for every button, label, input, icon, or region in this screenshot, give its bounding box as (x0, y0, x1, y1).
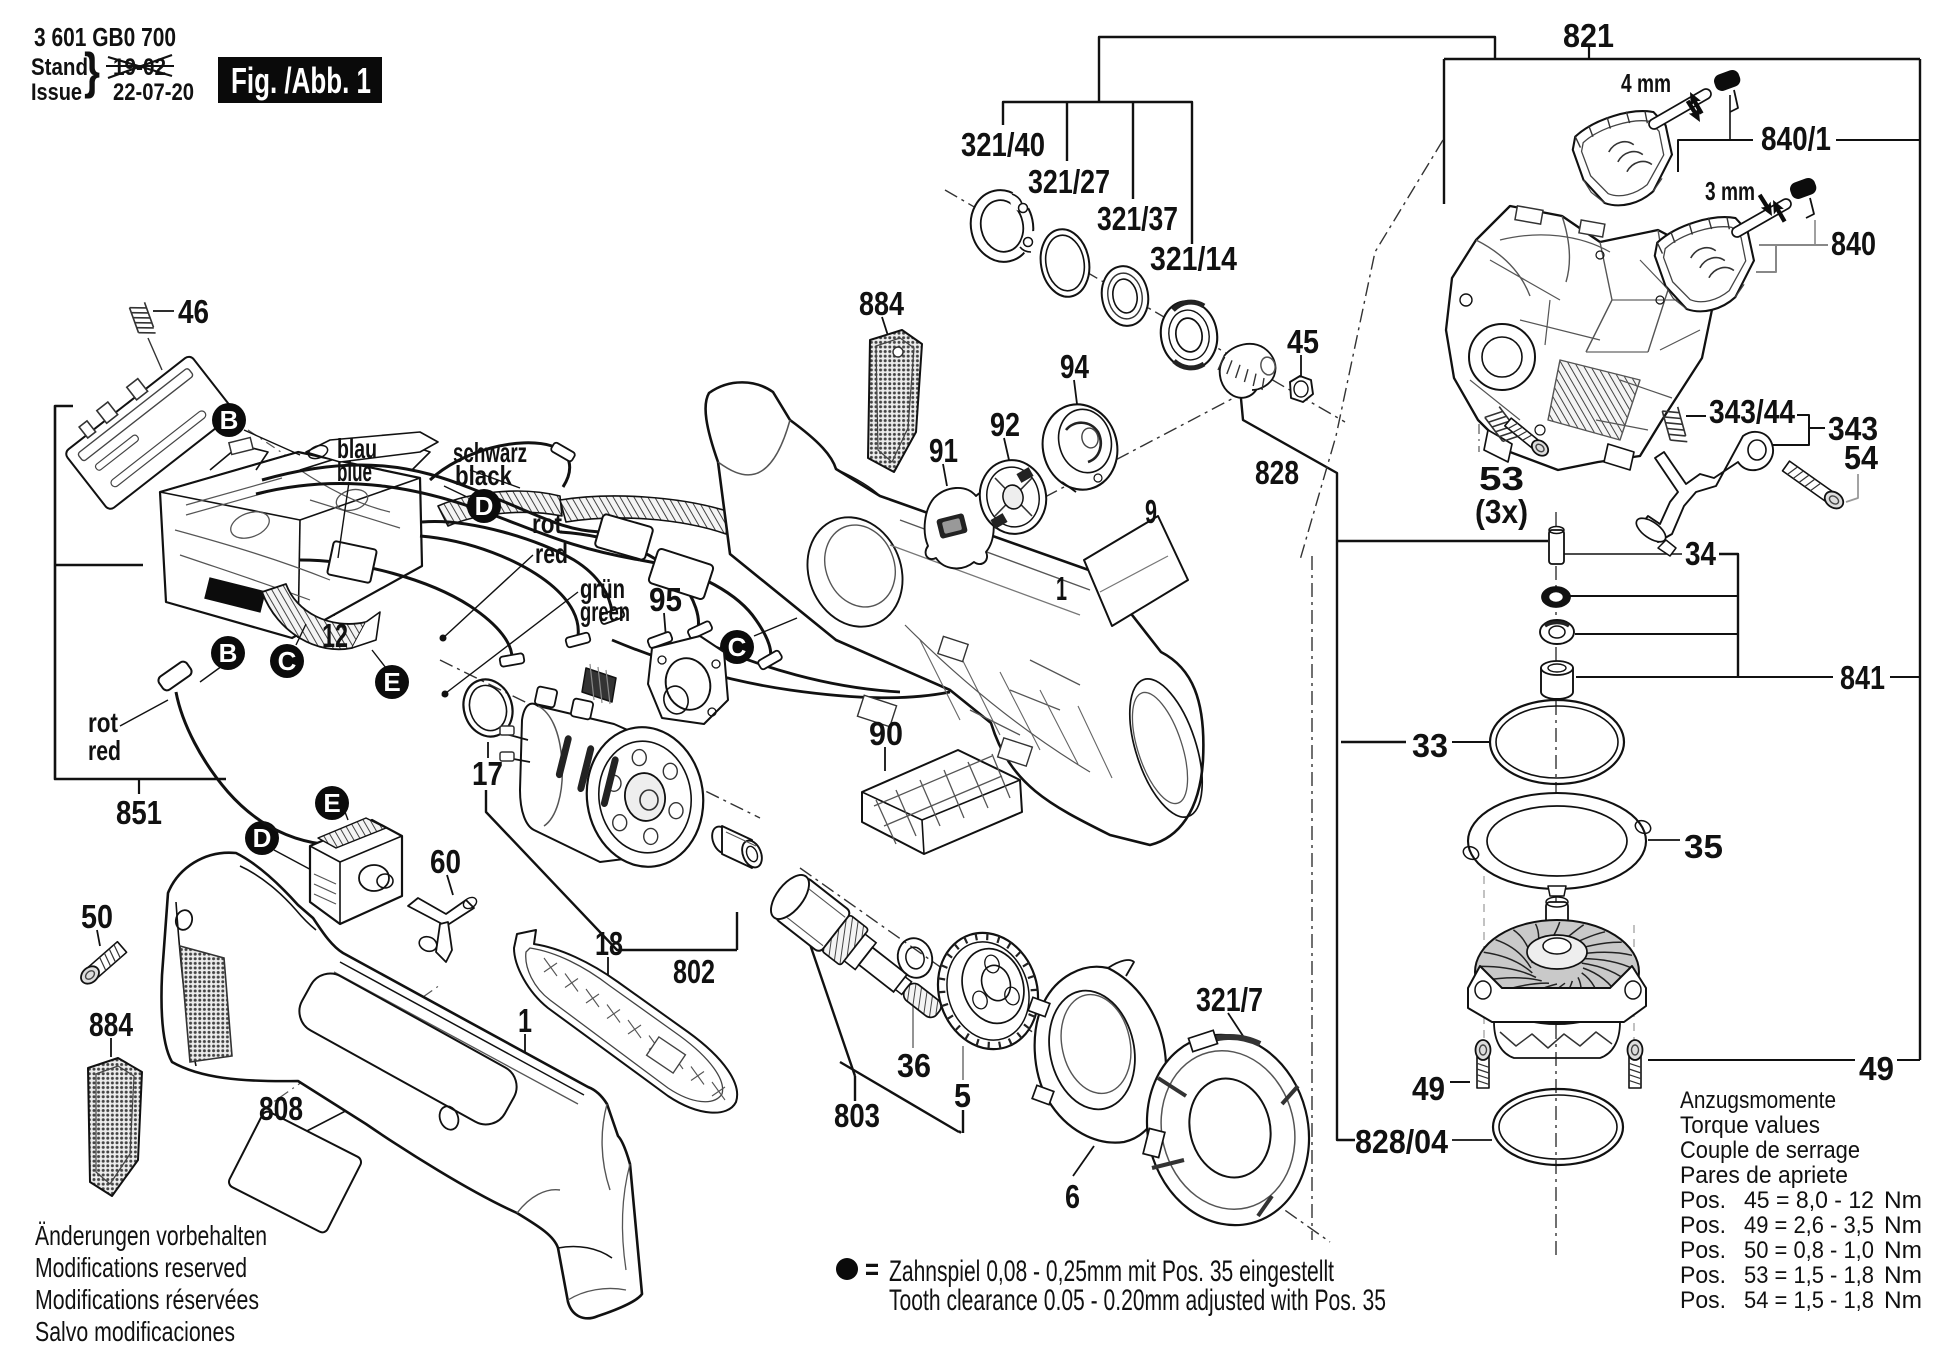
svg-text:803: 803 (834, 1097, 880, 1134)
svg-text:828: 828 (1255, 454, 1299, 491)
svg-text:red: red (535, 538, 568, 569)
svg-text:3 601 GB0 700: 3 601 GB0 700 (34, 22, 176, 52)
svg-text:9: 9 (1145, 493, 1157, 530)
svg-text:54: 54 (1844, 439, 1879, 476)
svg-text:821: 821 (1563, 17, 1614, 54)
svg-text:blau: blau (337, 433, 377, 464)
svg-text:(3x): (3x) (1475, 493, 1528, 530)
svg-text:321/27: 321/27 (1028, 163, 1110, 200)
svg-text:E: E (323, 788, 340, 818)
svg-text:red: red (88, 735, 121, 766)
svg-text:Nm: Nm (1884, 1287, 1922, 1314)
svg-text:46: 46 (178, 293, 209, 330)
svg-text:49: 49 (1859, 1050, 1894, 1087)
svg-text:321/14: 321/14 (1150, 240, 1238, 277)
svg-text:Pos.: Pos. (1680, 1237, 1726, 1264)
svg-text:Pos.: Pos. (1680, 1262, 1726, 1289)
svg-text:91: 91 (929, 432, 958, 469)
svg-text:35: 35 (1684, 828, 1723, 865)
svg-text:808: 808 (259, 1090, 303, 1127)
svg-text:321/40: 321/40 (961, 126, 1045, 163)
svg-text:343/44: 343/44 (1709, 393, 1796, 430)
svg-text:Salvo modificaciones: Salvo modificaciones (35, 1316, 235, 1347)
svg-text:45: 45 (1287, 323, 1319, 360)
svg-text:343: 343 (1828, 410, 1878, 447)
svg-text:12: 12 (322, 617, 348, 654)
svg-text:90: 90 (869, 715, 903, 752)
svg-text:851: 851 (116, 794, 162, 831)
svg-text:black: black (455, 460, 512, 491)
svg-text:Nm: Nm (1884, 1237, 1922, 1264)
svg-text:D: D (475, 491, 494, 521)
svg-text:1: 1 (1056, 570, 1067, 607)
svg-text:Zahnspiel 0,08 - 0,25mm mit Po: Zahnspiel 0,08 - 0,25mm mit Pos. 35 eing… (889, 1255, 1334, 1288)
svg-text:Modifications reserved: Modifications reserved (35, 1252, 247, 1283)
svg-text:34: 34 (1685, 535, 1717, 572)
svg-text:828/04: 828/04 (1355, 1123, 1449, 1160)
svg-text:94: 94 (1060, 348, 1090, 385)
svg-text:B: B (220, 405, 239, 435)
svg-text:Modifications réservées: Modifications réservées (35, 1284, 259, 1315)
svg-text:Fig. /Abb. 1: Fig. /Abb. 1 (231, 60, 371, 101)
svg-text:grün: grün (580, 573, 625, 604)
svg-text:60: 60 (430, 843, 461, 880)
svg-text:Tooth clearance 0.05 - 0.20mm: Tooth clearance 0.05 - 0.20mm adjusted w… (889, 1284, 1386, 1317)
svg-text:17: 17 (472, 755, 503, 792)
svg-text:D: D (253, 823, 272, 853)
svg-text:1: 1 (518, 1002, 532, 1039)
svg-text:4 mm: 4 mm (1621, 68, 1671, 98)
svg-text:C: C (728, 632, 747, 662)
svg-text:schwarz: schwarz (453, 437, 527, 468)
svg-text:Anzugsmomente: Anzugsmomente (1680, 1087, 1836, 1114)
svg-text:92: 92 (990, 406, 1020, 443)
svg-text:50 = 0,8 - 1,0: 50 = 0,8 - 1,0 (1744, 1237, 1874, 1264)
svg-text:=: = (865, 1253, 879, 1286)
svg-text:22-07-20: 22-07-20 (113, 79, 194, 106)
svg-text:884: 884 (859, 285, 905, 322)
svg-text:blue: blue (337, 456, 372, 487)
svg-text:840/1: 840/1 (1761, 120, 1831, 157)
svg-text:E: E (383, 667, 400, 697)
svg-text:Stand: Stand (31, 54, 88, 81)
svg-text:53: 53 (1479, 460, 1524, 497)
svg-text:Nm: Nm (1884, 1187, 1922, 1214)
svg-text:5: 5 (954, 1077, 971, 1114)
svg-text:50: 50 (81, 898, 113, 935)
svg-text:33: 33 (1412, 727, 1448, 764)
svg-text:49 = 2,6 - 3,5: 49 = 2,6 - 3,5 (1744, 1212, 1874, 1239)
svg-text:36: 36 (897, 1047, 931, 1084)
svg-text:green: green (580, 596, 630, 627)
svg-text:Couple de serrage: Couple de serrage (1680, 1137, 1860, 1164)
svg-text:6: 6 (1065, 1178, 1080, 1215)
svg-text:Pos.: Pos. (1680, 1287, 1726, 1314)
svg-text:884: 884 (89, 1006, 134, 1043)
svg-text:49: 49 (1412, 1070, 1445, 1107)
svg-text:rot: rot (532, 508, 562, 539)
svg-text:95: 95 (649, 581, 682, 618)
svg-text:840: 840 (1831, 225, 1876, 262)
svg-text:rot: rot (88, 707, 118, 738)
svg-text:B: B (219, 638, 238, 668)
svg-text:C: C (278, 646, 297, 676)
svg-text:18: 18 (595, 925, 623, 962)
svg-text:3 mm: 3 mm (1705, 176, 1755, 206)
svg-text:Issue: Issue (31, 79, 82, 106)
svg-text:Pares de apriete: Pares de apriete (1680, 1162, 1848, 1189)
svg-text:Torque values: Torque values (1680, 1112, 1820, 1139)
svg-text:Nm: Nm (1884, 1212, 1922, 1239)
svg-text:54 = 1,5 - 1,8: 54 = 1,5 - 1,8 (1744, 1287, 1874, 1314)
svg-text:Pos.: Pos. (1680, 1187, 1726, 1214)
svg-text:53 = 1,5 - 1,8: 53 = 1,5 - 1,8 (1744, 1262, 1874, 1289)
svg-text:}: } (84, 43, 100, 99)
svg-text:321/7: 321/7 (1196, 981, 1263, 1018)
svg-text:Änderungen vorbehalten: Änderungen vorbehalten (35, 1220, 267, 1251)
svg-text:45 = 8,0 - 12: 45 = 8,0 - 12 (1744, 1187, 1874, 1214)
svg-text:Nm: Nm (1884, 1262, 1922, 1289)
svg-text:321/37: 321/37 (1097, 200, 1178, 237)
svg-text:Pos.: Pos. (1680, 1212, 1726, 1239)
svg-text:841: 841 (1840, 659, 1885, 696)
svg-text:802: 802 (673, 953, 715, 990)
